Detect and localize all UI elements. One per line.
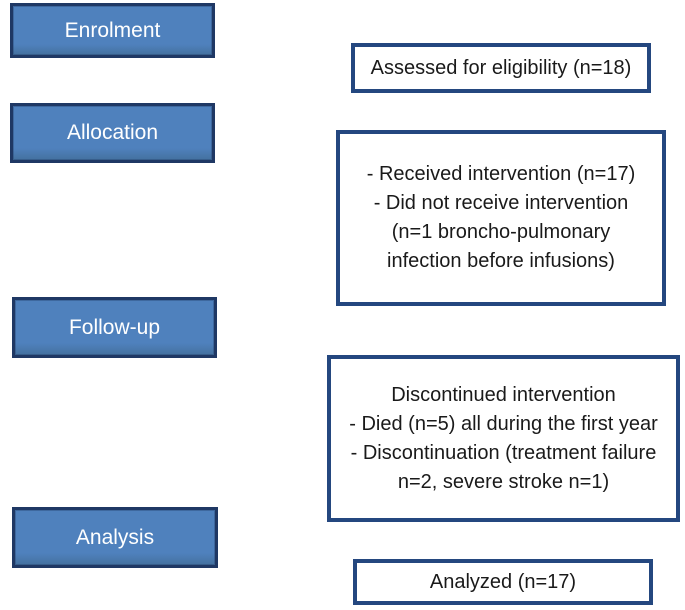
content-box-followup: Discontinued intervention - Died (n=5) a… bbox=[327, 355, 680, 522]
followup-line-1: Discontinued intervention bbox=[391, 383, 616, 406]
stage-box-analysis: Analysis bbox=[12, 507, 218, 568]
content-box-eligibility: Assessed for eligibility (n=18) bbox=[351, 43, 651, 93]
stage-label-analysis: Analysis bbox=[75, 525, 155, 549]
stage-label-followup: Follow-up bbox=[68, 315, 161, 339]
content-box-allocation: - Received intervention (n=17) - Did not… bbox=[336, 130, 666, 306]
allocation-line-4: infection before infusions) bbox=[387, 250, 615, 272]
stage-box-followup: Follow-up bbox=[12, 297, 217, 358]
content-box-analyzed: Analyzed (n=17) bbox=[353, 559, 653, 605]
analyzed-text: Analyzed (n=17) bbox=[429, 570, 577, 593]
stage-label-enrolment: Enrolment bbox=[64, 18, 161, 42]
stage-box-enrolment: Enrolment bbox=[10, 3, 215, 58]
allocation-line-1: - Received intervention (n=17) bbox=[366, 163, 636, 185]
stage-label-allocation: Allocation bbox=[66, 121, 159, 144]
allocation-line-3: (n=1 broncho-pulmonary bbox=[391, 221, 611, 243]
stage-box-allocation: Allocation bbox=[10, 103, 215, 163]
followup-line-3: - Discontinuation (treatment failure bbox=[350, 441, 657, 464]
eligibility-text: Assessed for eligibility (n=18) bbox=[370, 56, 632, 79]
allocation-line-2: - Did not receive intervention bbox=[373, 192, 629, 214]
followup-line-4: n=2, severe stroke n=1) bbox=[397, 470, 610, 493]
followup-line-2: - Died (n=5) all during the first year bbox=[349, 412, 658, 435]
